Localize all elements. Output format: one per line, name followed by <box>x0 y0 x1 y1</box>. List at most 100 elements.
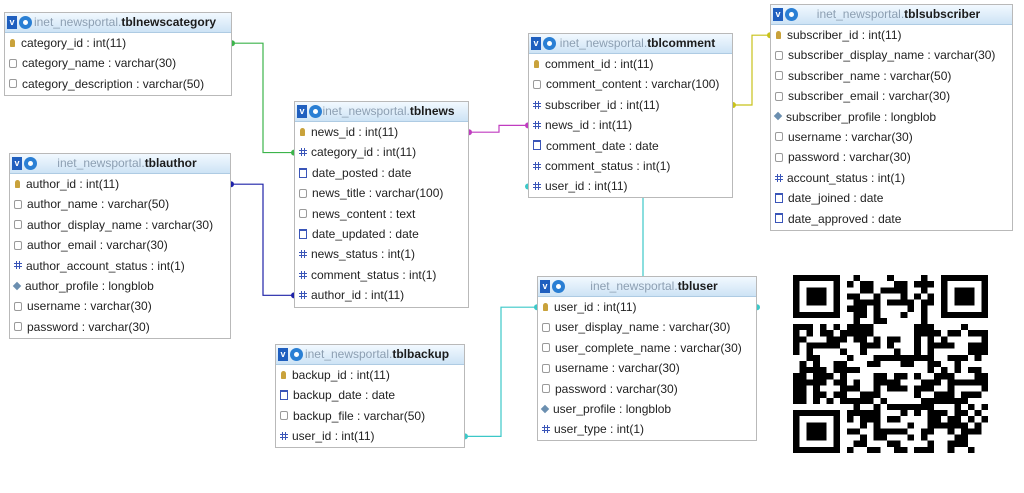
column-row[interactable]: backup_date : date <box>276 385 464 405</box>
column-label: date_updated : date <box>312 226 419 241</box>
relation-line <box>733 34 770 106</box>
column-row[interactable]: account_status : int(1) <box>771 168 1012 188</box>
column-label: user_id : int(11) <box>292 429 375 444</box>
column-label: author_profile : longblob <box>25 278 154 293</box>
column-row[interactable]: subscriber_display_name : varchar(30) <box>771 45 1012 65</box>
column-row[interactable]: password : varchar(30) <box>10 317 230 337</box>
table-name: tblbackup <box>392 347 450 361</box>
column-row[interactable]: subscriber_name : varchar(50) <box>771 66 1012 86</box>
column-row[interactable]: author_name : varchar(50) <box>10 194 230 214</box>
column-row[interactable]: news_status : int(1) <box>295 244 468 264</box>
column-label: password : varchar(30) <box>788 150 911 165</box>
column-row[interactable]: comment_status : int(1) <box>295 265 468 285</box>
collapse-toggle-icon[interactable]: v <box>7 16 17 29</box>
numeric-column-icon <box>299 290 307 299</box>
column-row[interactable]: news_id : int(11) <box>295 122 468 142</box>
column-row[interactable]: user_profile : longblob <box>538 399 756 419</box>
column-row[interactable]: author_profile : longblob <box>10 276 230 296</box>
table-tblbackup[interactable]: v inet_newsportal.tblbackup backup_id : i… <box>275 344 465 448</box>
column-row[interactable]: author_id : int(11) <box>295 285 468 305</box>
column-label: user_display_name : varchar(30) <box>555 320 731 335</box>
table-settings-icon[interactable] <box>309 105 322 118</box>
table-settings-icon[interactable] <box>290 348 303 361</box>
column-row[interactable]: username : varchar(30) <box>538 358 756 378</box>
date-column-icon <box>299 228 307 239</box>
column-row[interactable]: category_id : int(11) <box>5 33 231 53</box>
text-column-icon <box>542 322 550 332</box>
column-row[interactable]: author_id : int(11) <box>10 174 230 194</box>
table-settings-icon[interactable] <box>552 280 565 293</box>
column-row[interactable]: subscriber_email : varchar(30) <box>771 86 1012 106</box>
collapse-toggle-icon[interactable]: v <box>297 105 307 118</box>
column-row[interactable]: author_email : varchar(30) <box>10 235 230 255</box>
column-label: category_name : varchar(30) <box>22 56 177 71</box>
column-row[interactable]: news_title : varchar(100) <box>295 183 468 203</box>
numeric-column-icon <box>533 121 541 129</box>
column-row[interactable]: author_account_status : int(1) <box>10 256 230 276</box>
text-column-icon <box>14 199 22 209</box>
column-row[interactable]: date_approved : date <box>771 209 1012 229</box>
table-name: tblnews <box>409 104 455 118</box>
text-column-icon <box>9 79 17 89</box>
column-label: news_content : text <box>312 206 416 221</box>
table-header[interactable]: v inet_newsportal.tblbackup <box>276 345 464 365</box>
column-row[interactable]: comment_id : int(11) <box>529 54 732 74</box>
numeric-column-icon <box>775 173 783 182</box>
column-row[interactable]: date_joined : date <box>771 188 1012 208</box>
column-row[interactable]: user_id : int(11) <box>538 297 756 317</box>
column-row[interactable]: news_id : int(11) <box>529 115 732 135</box>
column-row[interactable]: backup_file : varchar(50) <box>276 406 464 426</box>
column-row[interactable]: author_display_name : varchar(30) <box>10 215 230 235</box>
column-row[interactable]: user_complete_name : varchar(30) <box>538 338 756 358</box>
column-row[interactable]: subscriber_id : int(11) <box>529 95 732 115</box>
column-row[interactable]: category_description : varchar(50) <box>5 74 231 94</box>
column-row[interactable]: comment_date : date <box>529 136 732 156</box>
column-row[interactable]: comment_status : int(1) <box>529 156 732 176</box>
column-row[interactable]: news_content : text <box>295 204 468 224</box>
column-label: subscriber_email : varchar(30) <box>788 89 951 104</box>
column-row[interactable]: comment_content : varchar(100) <box>529 74 732 94</box>
table-settings-icon[interactable] <box>543 37 556 50</box>
database-name: inet_newsportal. <box>304 347 393 361</box>
column-label: password : varchar(30) <box>27 319 150 334</box>
column-row[interactable]: user_type : int(1) <box>538 419 756 439</box>
collapse-toggle-icon[interactable]: v <box>12 157 22 170</box>
collapse-toggle-icon[interactable]: v <box>773 8 783 21</box>
column-row[interactable]: date_updated : date <box>295 224 468 244</box>
column-row[interactable]: subscriber_profile : longblob <box>771 107 1012 127</box>
table-settings-icon[interactable] <box>19 16 32 29</box>
column-label: author_email : varchar(30) <box>27 238 168 253</box>
column-row[interactable]: user_display_name : varchar(30) <box>538 317 756 337</box>
column-row[interactable]: backup_id : int(11) <box>276 365 464 385</box>
column-row[interactable]: password : varchar(30) <box>538 379 756 399</box>
column-row[interactable]: username : varchar(30) <box>771 127 1012 147</box>
column-row[interactable]: category_name : varchar(30) <box>5 53 231 73</box>
collapse-toggle-icon[interactable]: v <box>531 37 541 50</box>
column-row[interactable]: password : varchar(30) <box>771 147 1012 167</box>
column-row[interactable]: category_id : int(11) <box>295 142 468 162</box>
text-column-icon <box>775 132 783 142</box>
column-row[interactable]: date_posted : date <box>295 163 468 183</box>
column-row[interactable]: user_id : int(11) <box>276 426 464 446</box>
collapse-toggle-icon[interactable]: v <box>278 348 288 361</box>
column-label: backup_file : varchar(50) <box>293 408 426 423</box>
column-row[interactable]: subscriber_id : int(11) <box>771 25 1012 45</box>
column-row[interactable]: user_id : int(11) <box>529 176 732 196</box>
column-row[interactable]: username : varchar(30) <box>10 296 230 316</box>
numeric-column-icon <box>280 432 288 440</box>
table-settings-icon[interactable] <box>785 8 798 21</box>
collapse-toggle-icon[interactable]: v <box>540 280 550 293</box>
table-settings-icon[interactable] <box>24 157 37 170</box>
